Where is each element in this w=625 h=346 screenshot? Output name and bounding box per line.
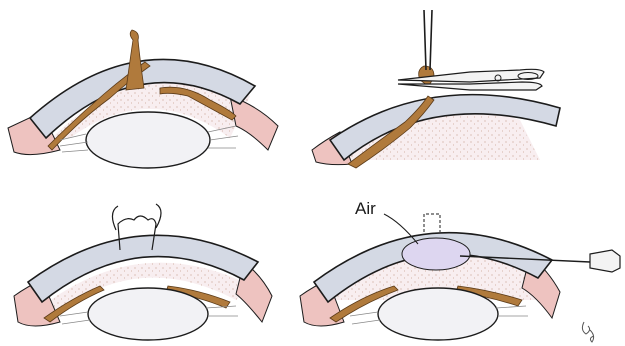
suture-dashed	[424, 214, 440, 232]
artist-signature	[582, 322, 594, 342]
zonules-right	[206, 306, 238, 316]
zonules-right	[496, 306, 528, 316]
panel-2-scissors-excision	[312, 10, 560, 168]
panel-4-air-injection	[300, 214, 620, 342]
lens	[86, 112, 210, 168]
iris-prolapse	[126, 30, 144, 90]
lens	[378, 288, 498, 340]
scissors-blade-lower	[398, 82, 542, 90]
panel-3-suture-closure	[14, 204, 272, 340]
conjunctiva-right	[230, 96, 278, 150]
forceps	[424, 10, 432, 70]
air-bubble	[402, 238, 470, 270]
air-label: Air	[355, 200, 376, 217]
zonules-left	[60, 312, 90, 324]
zonules-left	[350, 312, 380, 324]
panel-1-iris-incarcerated	[8, 30, 278, 168]
lens	[88, 288, 208, 340]
syringe-hub	[590, 250, 620, 272]
